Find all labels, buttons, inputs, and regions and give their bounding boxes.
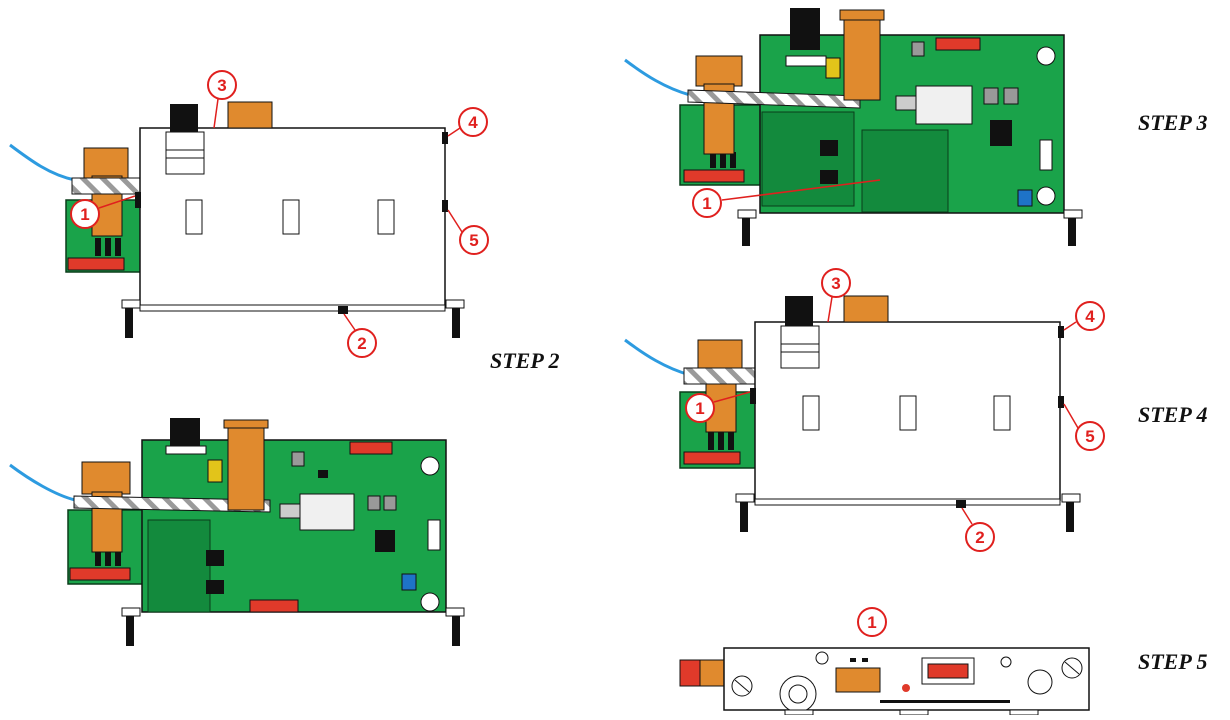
step-5-label: STEP 5	[1138, 649, 1208, 674]
cable-blue	[9, 463, 76, 502]
mounting-foot	[125, 308, 133, 338]
display-window	[835, 667, 881, 693]
step-4-label: STEP 4	[1138, 402, 1208, 427]
red-connector	[927, 663, 969, 679]
power-transformer	[915, 85, 973, 125]
callout-3-a: 3	[207, 70, 237, 129]
callout-label: 4	[468, 113, 478, 132]
cover-slot	[377, 199, 395, 235]
callout-label: 1	[867, 613, 876, 632]
cable-tie	[683, 367, 757, 385]
knob	[790, 8, 820, 50]
connector-red	[67, 257, 125, 271]
top-transformer	[227, 101, 273, 129]
mounting-foot	[452, 308, 460, 338]
callout-1-a: 1	[70, 195, 136, 229]
callout-label: 3	[831, 274, 840, 293]
cable-tie	[73, 495, 271, 513]
transformer	[697, 339, 743, 371]
callout-4-d: 4	[1063, 301, 1105, 331]
sub-pcb	[761, 111, 855, 207]
callout-1-c: 1	[692, 188, 722, 218]
tall-transformer	[843, 11, 881, 101]
callout-label: 1	[695, 399, 704, 418]
cable-tie	[687, 89, 861, 109]
tall-transformer	[227, 419, 265, 511]
cover-slot	[282, 199, 300, 235]
pin	[95, 238, 101, 256]
callout-1-e: 1	[857, 607, 887, 637]
shield-plate	[861, 129, 949, 213]
callout-5-a: 5	[447, 209, 489, 255]
callout-4-a: 4	[447, 107, 488, 137]
knob	[170, 418, 200, 448]
knob	[170, 104, 198, 132]
callout-2-d: 2	[961, 507, 995, 552]
step-3-label: STEP 3	[1138, 110, 1208, 135]
transformer	[83, 147, 129, 179]
pin	[115, 238, 121, 256]
callout-label: 5	[469, 231, 478, 250]
sub-pcb	[147, 519, 211, 613]
callout-label: 4	[1085, 307, 1095, 326]
transformer	[81, 461, 131, 495]
covered-unit-left	[9, 101, 465, 338]
callout-3-d: 3	[821, 268, 851, 323]
power-transformer	[299, 493, 355, 531]
transformer	[695, 55, 743, 87]
knob	[785, 296, 813, 326]
callout-label: 5	[1085, 427, 1094, 446]
cable-tie	[71, 177, 143, 195]
callout-label: 1	[80, 205, 89, 224]
callout-1-d: 1	[685, 391, 751, 423]
callout-5-d: 5	[1063, 403, 1105, 451]
cable-blue	[624, 58, 691, 97]
cable-blue	[9, 143, 76, 182]
covered-unit-right	[624, 295, 1081, 532]
top-transformer	[843, 295, 889, 323]
pin	[105, 238, 111, 256]
front-panel	[679, 647, 1090, 716]
callout-2-a: 2	[343, 313, 377, 358]
cable-blue	[624, 338, 691, 377]
callout-label: 2	[357, 334, 366, 353]
callout-label: 3	[217, 76, 226, 95]
cover-slot	[185, 199, 203, 235]
open-pcb-right	[624, 8, 1083, 246]
knob-bracket	[165, 131, 205, 175]
open-pcb-left	[9, 418, 465, 646]
step-2-label: STEP 2	[490, 348, 560, 373]
callout-label: 1	[702, 194, 711, 213]
callout-label: 2	[975, 528, 984, 547]
